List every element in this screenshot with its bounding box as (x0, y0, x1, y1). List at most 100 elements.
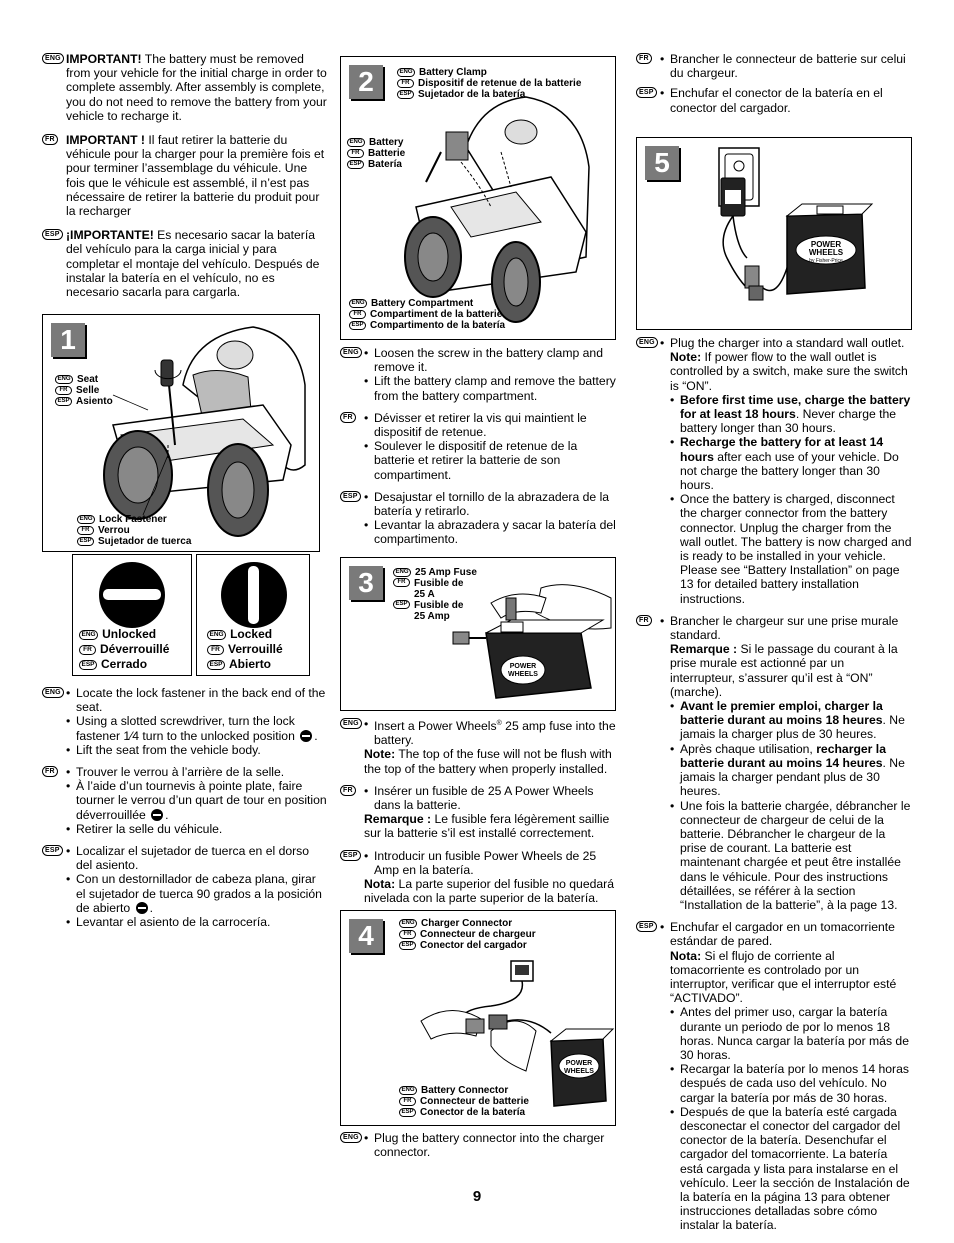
label-text: Sujetador de la batería (418, 89, 526, 100)
fr-tag: FR (207, 644, 224, 655)
esp-tag: ESP (399, 941, 417, 950)
step-number: 2 (349, 65, 383, 99)
figure-5: 5 POWER WHEELS by Fisher-Price (636, 137, 912, 330)
step-text: . Never charge the battery longer than 3… (680, 407, 897, 436)
fr-tag: FR (42, 766, 58, 778)
step-item: Desajustar el tornillo de la abrazadera … (364, 490, 618, 518)
step-item: Locate the lock fastener in the back end… (66, 686, 327, 714)
eng-tag: ENG (77, 515, 96, 524)
fr-connect: FR Brancher le connecteur de batterie su… (636, 52, 912, 80)
esp-tag: ESP (636, 921, 657, 933)
column-left: ENG IMPORTANT! The battery must be remov… (42, 52, 327, 309)
eng-tag: ENG (347, 138, 366, 147)
eng-tag: ENG (340, 1132, 362, 1143)
note-label: Nota: (670, 948, 702, 963)
column-middle-fuse: ENG Insert a Power Wheels® 25 amp fuse i… (340, 717, 618, 916)
step-item: Después de que la batería esté cargada d… (670, 1105, 912, 1233)
fr-tag: FR (42, 134, 58, 146)
step-item: Après chaque utilisation, recharger la b… (670, 742, 912, 799)
fr-tag: FR (636, 53, 652, 64)
step-item: Dévisser et retirer la vis qui maintient… (364, 411, 618, 439)
fr-tag: FR (340, 411, 356, 423)
step-item: Avant le premier emploi, charger la batt… (670, 699, 912, 742)
esp-tag: ESP (42, 845, 63, 857)
registered-mark: ® (496, 720, 502, 727)
esp-tag: ESP (393, 600, 411, 609)
important-text: Es necesario sacar la batería del vehícu… (66, 228, 320, 300)
fr-seat-steps: FR Trouver le verrou à l’arrière de la s… (42, 765, 327, 836)
label-text: Sujetador de tuerca (98, 536, 192, 547)
eng-tag: ENG (393, 568, 412, 577)
label-text: Compartimento de la batería (370, 320, 506, 331)
note-text: Le fusible fera légèrement saillie sur l… (364, 812, 610, 841)
note-text: Si el flujo de corriente al tomacorrient… (670, 948, 897, 1006)
brand-line2: WHEELS (564, 1068, 594, 1075)
label-text: Conector del cargador (420, 940, 527, 951)
esp-tag: ESP (397, 90, 415, 99)
esp-tag: ESP (55, 397, 73, 406)
esp-connect: ESP Enchufar el conector de la batería e… (636, 86, 912, 115)
label-text: Lock Fastener (99, 514, 167, 525)
brand-line1: POWER (510, 663, 536, 670)
step-text: after each use of your vehicle. Do not c… (680, 449, 899, 493)
step-text: Après chaque utilisation, (680, 741, 817, 756)
brand-line1: POWER (811, 240, 841, 249)
label-text: Abierto (229, 657, 272, 671)
esp-tag: ESP (399, 1108, 417, 1117)
label-text: Battery Clamp (419, 67, 487, 78)
important-label: IMPORTANT ! (66, 133, 145, 148)
locked-icon (221, 562, 287, 628)
note-label: Note: (364, 747, 396, 762)
label-text: Verrouillé (228, 642, 283, 656)
eng-tag: ENG (636, 337, 658, 348)
fr-tag: FR (349, 310, 366, 319)
label-text: Seat (77, 374, 99, 385)
eng-tag: ENG (55, 375, 74, 384)
label-text: Connecteur de batterie (420, 1096, 529, 1107)
step-item: Localizar el sujetador de tuerca en el d… (66, 844, 327, 872)
step-item: Brancher le chargeur sur une prise mural… (660, 614, 912, 642)
connector-illustration: POWER WHEELS (420, 960, 615, 1107)
fuse-illustration: POWER WHEELS (452, 584, 612, 699)
label-text: Compartiment de la batterie (370, 309, 503, 320)
esp-tag: ESP (42, 229, 63, 241)
step-text: . Ne jamais la charger pendant plus de 3… (680, 755, 905, 799)
step-item: Soulever le dispositif de retenue de la … (364, 439, 618, 482)
step-item: Levantar el asiento de la carrocería. (66, 915, 327, 929)
page-number: 9 (472, 1188, 482, 1205)
column-right-lower: ENG Plug the charger into a standard wal… (636, 336, 912, 1243)
fr-tag: FR (79, 644, 96, 655)
step-number: 1 (51, 323, 85, 357)
eng-tag: ENG (42, 53, 64, 64)
step-item: Plug the charger into a standard wall ou… (660, 336, 912, 350)
step-number: 3 (349, 566, 383, 600)
step-item: Loosen the screw in the battery clamp an… (364, 346, 618, 374)
label-text: Battery (369, 137, 404, 148)
step-text: À l’aide d’un tournevis à pointe plate, … (76, 779, 327, 822)
label-text: Locked (230, 627, 273, 641)
note-label: Note: (670, 350, 702, 365)
step-item: À l’aide d’un tournevis à pointe plate, … (66, 779, 327, 822)
fr-tag: FR (399, 1097, 416, 1106)
label-text: Battery Compartment (371, 298, 474, 309)
note-label: Nota: (364, 877, 396, 892)
eng-tag: ENG (207, 629, 227, 640)
note-label: Remarque : (670, 642, 738, 657)
seat-illustration (103, 326, 306, 537)
esp-tag: ESP (347, 160, 365, 169)
label-text: Conector de la batería (420, 1107, 526, 1118)
step-item: Trouver le verrou à l’arrière de la sell… (66, 765, 327, 779)
step-number: 4 (349, 919, 383, 953)
step-item: Retirer la selle du véhicule. (66, 822, 327, 836)
brand-line3: by Fisher-Price (809, 258, 843, 264)
step-text: 25 amp fuse into the battery. (374, 719, 616, 748)
step-item: Plug the battery connector into the char… (364, 1131, 618, 1159)
fr-tag: FR (399, 930, 416, 939)
esp-tag: ESP (349, 321, 367, 330)
